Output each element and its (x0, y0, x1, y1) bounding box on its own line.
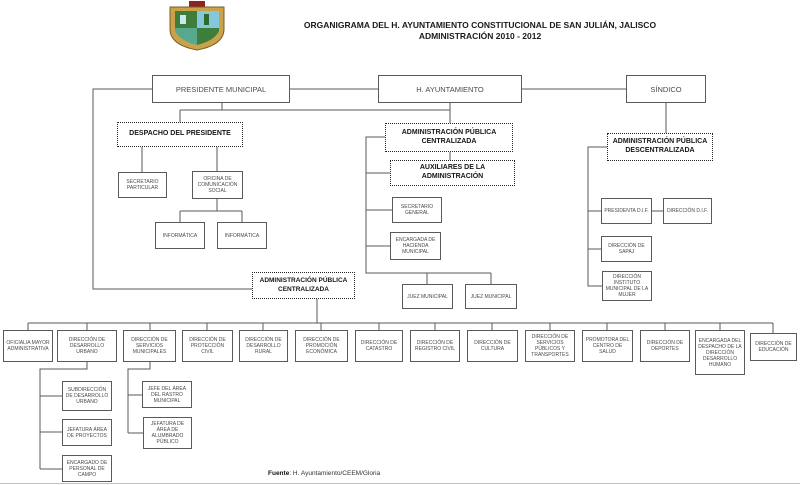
node-direccion-promocion-economica: DIRECCIÓN DE PROMOCIÓN ECONÓMICA (295, 330, 348, 362)
node-direccion-servicios-municipales: DIRECCIÓN DE SERVICIOS MUNICIPALES (123, 330, 176, 362)
node-direccion-servicios-publicos-transportes: DIRECCIÓN DE SERVICIOS PÚBLICOS Y TRANSP… (525, 330, 575, 362)
node-despacho-del-presidente: DESPACHO DEL PRESIDENTE (117, 122, 243, 147)
node-direccion-dif: DIRECCIÓN D.I.F. (663, 198, 712, 224)
municipal-crest-logo (169, 1, 225, 51)
node-informatica-2: INFORMÁTICA (217, 222, 267, 249)
node-sindico: SÍNDICO (626, 75, 706, 103)
node-secretario-general: SECRETARIO GENERAL (392, 197, 442, 223)
node-presidenta-dif: PRESIDENTA D.I.F. (601, 198, 652, 224)
node-administracion-publica-centralizada-inferior: ADMINISTRACIÓN PÚBLICA CENTRALIZADA (252, 272, 355, 299)
node-direccion-proteccion-civil: DIRECCIÓN DE PROTECCIÓN CIVIL (182, 330, 233, 362)
node-direccion-cultura: DIRECCIÓN DE CULTURA (467, 330, 518, 362)
node-encargada-despacho-desarrollo-humano: ENCARGADA DEL DESPACHO DE LA DIRECCIÓN D… (695, 330, 745, 375)
node-direccion-educacion: DIRECCIÓN DE EDUCACIÓN (750, 333, 797, 361)
node-administracion-publica-descentralizada: ADMINISTRACIÓN PÚBLICA DESCENTRALIZADA (607, 133, 713, 161)
node-direccion-desarrollo-rural: DIRECCIÓN DE DESARROLLO RURAL (239, 330, 288, 362)
title-line-1: ORGANIGRAMA DEL H. AYUNTAMIENTO CONSTITU… (303, 20, 657, 30)
node-h-ayuntamiento: H. AYUNTAMIENTO (378, 75, 522, 103)
node-instituto-municipal-mujer: DIRECCIÓN INSTITUTO MUNICIPAL DE LA MUJE… (602, 271, 652, 301)
source-label: Fuente (268, 470, 290, 477)
source-text: : H. Ayuntamiento/CEEM/Gloria (289, 470, 381, 477)
node-secretario-particular: SECRETARIO PARTICULAR (118, 172, 167, 198)
node-encargada-hacienda-municipal: ENCARGADA DE HACIENDA MUNICIPAL (390, 232, 441, 260)
node-jefatura-area-alumbrado-publico: JEFATURA DE ÁREA DE ALUMBRADO PÚBLICO (143, 417, 192, 449)
node-juez-municipal-2: JUEZ MUNICIPAL (465, 284, 517, 309)
source-note: Fuente: H. Ayuntamiento/CEEM/Gloria (268, 470, 568, 477)
title-line-2: ADMINISTRACIÓN 2010 - 2012 (418, 31, 542, 42)
node-administracion-publica-centralizada-superior: ADMINISTRACIÓN PÚBLICA CENTRALIZADA (385, 123, 513, 152)
node-juez-municipal-1: JUEZ MUNICIPAL (402, 284, 453, 309)
node-oficina-comunicacion-social: OFICINA DE COMUNICACIÓN SOCIAL (192, 171, 243, 199)
page-bottom-divider (0, 483, 800, 484)
node-direccion-catastro: DIRECCIÓN DE CATASTRO (355, 330, 403, 362)
node-direccion-registro-civil: DIRECCIÓN DE REGISTRO CIVIL (410, 330, 460, 362)
node-direccion-desarrollo-urbano: DIRECCIÓN DE DESARROLLO URBANO (57, 330, 117, 362)
page-title: ORGANIGRAMA DEL H. AYUNTAMIENTO CONSTITU… (240, 20, 720, 43)
node-promotora-centro-salud: PROMOTORA DEL CENTRO DE SALUD (582, 330, 633, 362)
node-informatica-1: INFORMÁTICA (155, 222, 205, 249)
node-encargado-personal-campo: ENCARGADO DE PERSONAL DE CAMPO (62, 455, 112, 482)
node-presidente-municipal: PRESIDENTE MUNICIPAL (152, 75, 290, 103)
node-direccion-deportes: DIRECCIÓN DE DEPORTES (640, 330, 690, 362)
node-oficialia-mayor-administrativa: OFICIALIA MAYOR ADMINISTRATIVA (3, 330, 53, 362)
node-direccion-sapaj: DIRECCIÓN DE SAPAJ (601, 236, 652, 262)
node-auxiliares-de-la-administracion: AUXILIARES DE LA ADMINISTRACIÓN (390, 160, 515, 186)
node-subdireccion-desarrollo-urbano: SUBDIRECCIÓN DE DESARROLLO URBANO (62, 381, 112, 411)
node-jefatura-area-proyectos: JEFATURA ÁREA DE PROYECTOS (62, 419, 112, 446)
node-jefe-area-rastro-municipal: JEFE DEL ÁREA DEL RASTRO MUNICIPAL (142, 381, 192, 408)
